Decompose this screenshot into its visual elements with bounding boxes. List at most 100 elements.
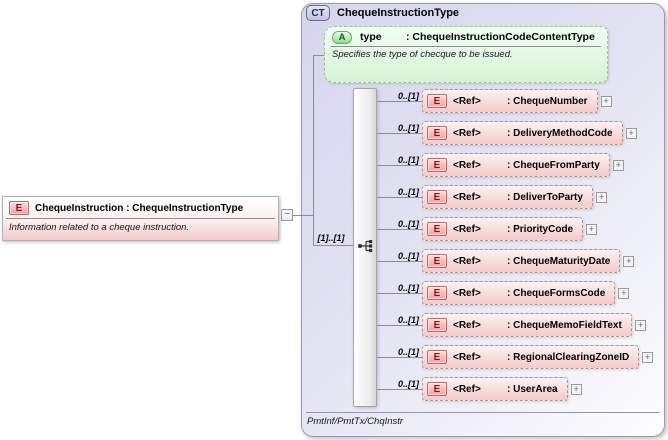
element-icon: E (427, 254, 447, 268)
expand-button[interactable]: + (642, 351, 654, 363)
sequence-group-bar[interactable] (353, 88, 377, 407)
element-ref-box[interactable]: E <Ref> : DeliverToParty (422, 185, 593, 209)
cardinality-label: 0..[1] (397, 91, 419, 101)
connector-line: 0..[1] (377, 185, 422, 209)
element-icon: E (427, 158, 447, 172)
element-ref-box[interactable]: E <Ref> : ChequeFormsCode (422, 281, 616, 305)
source-element-box[interactable]: E ChequeInstruction : ChequeInstructionT… (2, 196, 279, 241)
ref-label: <Ref> (453, 351, 481, 363)
ref-type: : PriorityCode (507, 223, 574, 235)
attribute-divider (331, 46, 601, 47)
connector-line: 0..[1] (377, 377, 422, 401)
ref-label: <Ref> (453, 191, 481, 203)
sequence-icon (357, 239, 374, 258)
connector-line: 0..[1] (377, 345, 422, 369)
expand-button[interactable]: + (586, 223, 598, 235)
ref-label: <Ref> (453, 255, 481, 267)
expand-button[interactable]: + (612, 159, 624, 171)
element-ref-box[interactable]: E <Ref> : ChequeNumber (422, 89, 598, 113)
collapse-button[interactable]: − (281, 209, 293, 221)
connector-sequence-line (313, 245, 353, 246)
complex-type-header: CT ChequeInstructionType (306, 5, 459, 21)
element-icon: E (427, 94, 447, 108)
element-ref-row: 0..[1] E <Ref> : PriorityCode + (377, 217, 598, 241)
element-icon: E (427, 350, 447, 364)
element-ref-row: 0..[1] E <Ref> : DeliverToParty + (377, 185, 607, 209)
element-ref-row: 0..[1] E <Ref> : ChequeNumber + (377, 89, 612, 113)
connector-line: 0..[1] (377, 249, 422, 273)
element-ref-row: 0..[1] E <Ref> : ChequeMemoFieldText + (377, 313, 646, 337)
expand-button[interactable]: + (595, 191, 607, 203)
ref-type: : ChequeFormsCode (507, 287, 606, 299)
connector-vertical-line (313, 55, 314, 245)
expand-button[interactable]: + (600, 95, 612, 107)
element-icon: E (427, 126, 447, 140)
cardinality-label: 0..[1] (397, 219, 419, 229)
ref-label: <Ref> (453, 159, 481, 171)
element-ref-box[interactable]: E <Ref> : ChequeFromParty (422, 153, 610, 177)
xpath-footer: PmtInf/PmtTx/ChqInstr (307, 416, 404, 427)
element-icon: E (427, 286, 447, 300)
ref-type: : ChequeMaturityDate (507, 255, 611, 267)
cardinality-label: 0..[1] (397, 251, 419, 261)
connector-line: 0..[1] (377, 313, 422, 337)
element-ref-row: 0..[1] E <Ref> : ChequeFromParty + (377, 153, 624, 177)
ref-type: : DeliverToParty (507, 191, 583, 203)
expand-button[interactable]: + (623, 255, 635, 267)
expand-button[interactable]: + (618, 287, 630, 299)
cardinality-label: 0..[1] (397, 283, 419, 293)
attribute-type: : ChequeInstructionCodeContentType (406, 31, 595, 43)
element-icon: E (427, 382, 447, 396)
element-ref-row: 0..[1] E <Ref> : DeliveryMethodCode + (377, 121, 637, 145)
attribute-name: type (360, 31, 382, 43)
element-ref-box[interactable]: E <Ref> : ChequeMaturityDate (422, 249, 621, 273)
expand-button[interactable]: + (634, 319, 646, 331)
element-ref-box[interactable]: E <Ref> : PriorityCode (422, 217, 584, 241)
element-ref-box[interactable]: E <Ref> : ChequeMemoFieldText (422, 313, 632, 337)
ref-label: <Ref> (453, 287, 481, 299)
connector-attribute-stub (313, 55, 325, 56)
connector-line: 0..[1] (377, 89, 422, 113)
expand-button[interactable]: + (570, 383, 582, 395)
ref-label: <Ref> (453, 127, 481, 139)
source-annotation: Information related to a cheque instruct… (9, 222, 190, 233)
connector-entry-line (293, 215, 314, 216)
element-ref-row: 0..[1] E <Ref> : RegionalClearingZoneID … (377, 345, 654, 369)
ref-label: <Ref> (453, 319, 481, 331)
ref-type: : ChequeMemoFieldText (507, 319, 622, 331)
attribute-icon: A (332, 31, 352, 44)
connector-line: 0..[1] (377, 121, 422, 145)
element-icon: E (427, 318, 447, 332)
footer-divider (306, 412, 659, 413)
cardinality-label: 0..[1] (397, 347, 419, 357)
element-icon: E (427, 222, 447, 236)
ref-label: <Ref> (453, 223, 481, 235)
element-ref-box[interactable]: E <Ref> : UserArea (422, 377, 568, 401)
ref-type: : RegionalClearingZoneID (507, 351, 630, 363)
complex-type-title: ChequeInstructionType (337, 7, 460, 19)
ref-type: : ChequeNumber (507, 95, 588, 107)
cardinality-label: 0..[1] (397, 379, 419, 389)
source-title: ChequeInstruction : ChequeInstructionTyp… (35, 202, 244, 214)
connector-line: 0..[1] (377, 153, 422, 177)
cardinality-label: 0..[1] (397, 155, 419, 165)
attribute-title-row: A type : ChequeInstructionCodeContentTyp… (325, 27, 607, 44)
element-ref-row: 0..[1] E <Ref> : UserArea + (377, 377, 582, 401)
element-ref-box[interactable]: E <Ref> : DeliveryMethodCode (422, 121, 623, 145)
ref-type: : UserArea (507, 383, 558, 395)
element-ref-row: 0..[1] E <Ref> : ChequeFormsCode + (377, 281, 630, 305)
element-ref-box[interactable]: E <Ref> : RegionalClearingZoneID (422, 345, 640, 369)
cardinality-label: 0..[1] (397, 315, 419, 325)
expand-button[interactable]: + (625, 127, 637, 139)
connector-line: 0..[1] (377, 217, 422, 241)
ref-type: : DeliveryMethodCode (507, 127, 613, 139)
element-icon: E (9, 201, 29, 215)
attribute-annotation: Specifies the type of checque to be issu… (332, 49, 513, 60)
ref-label: <Ref> (453, 95, 481, 107)
cardinality-label: 0..[1] (397, 187, 419, 197)
ref-label: <Ref> (453, 383, 481, 395)
attribute-box[interactable]: A type : ChequeInstructionCodeContentTyp… (324, 26, 608, 83)
source-title-row: E ChequeInstruction : ChequeInstructionT… (3, 197, 278, 218)
element-ref-row: 0..[1] E <Ref> : ChequeMaturityDate + (377, 249, 635, 273)
